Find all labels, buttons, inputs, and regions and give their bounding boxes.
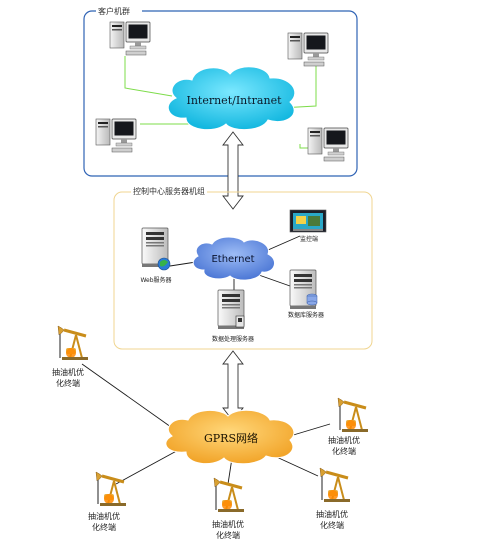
internet-label: Internet/Intranet: [186, 94, 282, 107]
client-group-frame: [83, 10, 358, 177]
pump-jack-icon: [56, 324, 90, 362]
client-group-title: 客户机群: [98, 7, 130, 16]
ethernet-label: Ethernet: [211, 254, 255, 265]
terminal-label: 抽油机优化终端: [52, 368, 84, 388]
ethernet-cloud: [192, 236, 276, 281]
terminal-label: 抽油机优化终端: [88, 512, 120, 532]
client-computer-icon: [307, 127, 349, 162]
internet-cloud: [167, 66, 296, 131]
terminal-label: 抽油机优化终端: [316, 510, 348, 530]
internet-control-double-arrow-icon: [222, 131, 244, 210]
pump-jack-icon: [94, 470, 128, 508]
database-server-label: 数据库服务器: [287, 312, 324, 319]
monitor-label: 监控端: [299, 236, 318, 243]
gprs-cloud: [165, 409, 295, 465]
terminal-label: 抽油机优化终端: [328, 436, 360, 456]
client-computer-icon: [109, 21, 151, 56]
web-server-label: Web服务器: [140, 277, 172, 284]
pump-jack-icon: [336, 396, 370, 434]
pump-jack-icon: [318, 466, 352, 504]
processing-server-icon: [217, 289, 245, 330]
client-computer-icon: [287, 32, 329, 67]
control-center-frame: [113, 191, 373, 350]
pump-jack-icon: [212, 476, 246, 514]
control-center-title: 控制中心服务器机组: [131, 186, 207, 197]
monitor-screen-icon: [289, 209, 327, 233]
web-server-icon: [141, 227, 171, 271]
database-server-icon: [289, 269, 318, 310]
terminal-label: 抽油机优化终端: [212, 520, 244, 540]
gprs-label: GPRS网络: [203, 432, 258, 445]
processing-server-label: 数据处理服务器: [211, 336, 254, 343]
client-computer-icon: [95, 118, 137, 153]
